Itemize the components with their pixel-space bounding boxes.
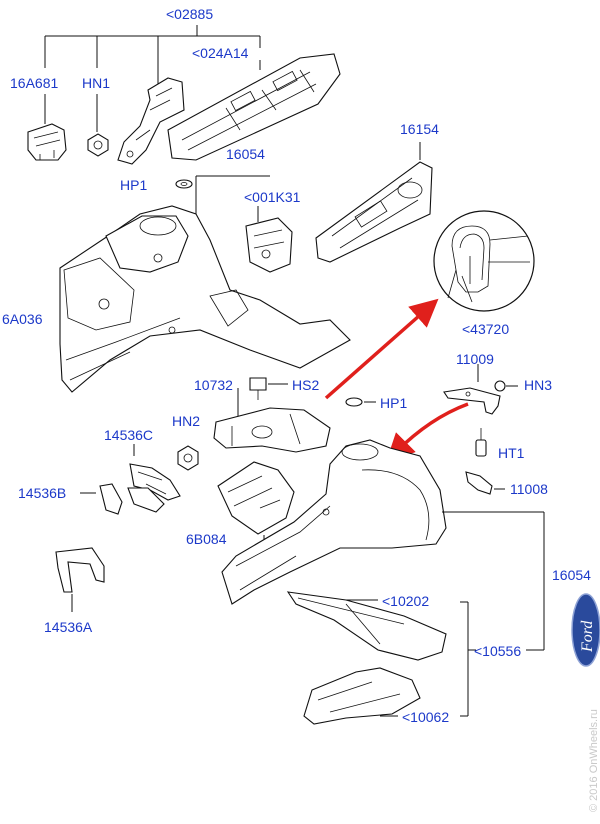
label-10202: <10202 <box>382 593 429 609</box>
label-6a036: 6A036 <box>2 311 43 327</box>
label-hn3: HN3 <box>524 377 552 393</box>
part-16054-lower-apron <box>221 439 545 651</box>
label-14536a: 14536A <box>44 619 93 635</box>
ford-logo: Ford <box>571 593 600 667</box>
bracket-02885 <box>44 25 261 90</box>
part-16154-plate <box>315 142 433 263</box>
label-hp1-upper: HP1 <box>120 177 147 193</box>
label-16154: 16154 <box>400 121 439 137</box>
label-02885: <02885 <box>166 6 213 22</box>
part-hs2 <box>249 377 288 400</box>
part-hn1 <box>87 94 109 157</box>
label-16054-upper: 16054 <box>226 146 265 162</box>
part-6b084 <box>217 461 295 540</box>
label-001k31: <001K31 <box>244 189 301 205</box>
label-10062: <10062 <box>402 709 449 725</box>
label-11008: 11008 <box>510 481 548 497</box>
logo-text: Ford <box>579 620 596 653</box>
part-11009-bracket <box>443 364 518 415</box>
label-43720: <43720 <box>462 321 509 337</box>
part-16054-upper-apron <box>59 175 351 393</box>
part-43720-seal-detail <box>433 210 535 312</box>
label-10732: 10732 <box>194 377 233 393</box>
label-hn2: HN2 <box>172 413 200 429</box>
part-11008 <box>465 471 505 495</box>
part-hp1-lower <box>345 397 376 407</box>
red-arrow-2 <box>386 402 469 462</box>
label-hn1: HN1 <box>82 75 110 91</box>
part-001k31 <box>245 206 293 273</box>
label-11009: 11009 <box>456 351 494 367</box>
label-hs2: HS2 <box>292 377 319 393</box>
label-ht1: HT1 <box>498 445 525 461</box>
bracket-10556 <box>460 601 476 717</box>
part-14536c <box>129 444 181 501</box>
part-hp1-upper <box>175 179 193 189</box>
part-16a681 <box>27 94 67 161</box>
label-hp1-lower: HP1 <box>380 395 407 411</box>
label-16054-lower: 16054 <box>552 567 591 583</box>
label-10556: <10556 <box>474 643 521 659</box>
watermark-text: © 2016 OnWheels.ru <box>588 709 600 812</box>
part-hn2 <box>177 445 199 471</box>
label-14536c: 14536C <box>104 427 153 443</box>
part-14536b <box>80 483 165 515</box>
red-arrow-1 <box>324 298 439 400</box>
label-16a681: 16A681 <box>10 75 58 91</box>
part-bent-bracket <box>117 77 185 165</box>
part-10202-shield <box>286 591 447 661</box>
part-10062-shield <box>303 667 421 725</box>
part-14536a <box>55 547 105 612</box>
label-14536b: 14536B <box>18 485 66 501</box>
label-024a14: <024A14 <box>192 45 249 61</box>
part-10732 <box>213 388 331 453</box>
label-6b084: 6B084 <box>186 531 227 547</box>
part-ht1 <box>475 428 487 457</box>
part-024a14-rail <box>167 53 341 161</box>
